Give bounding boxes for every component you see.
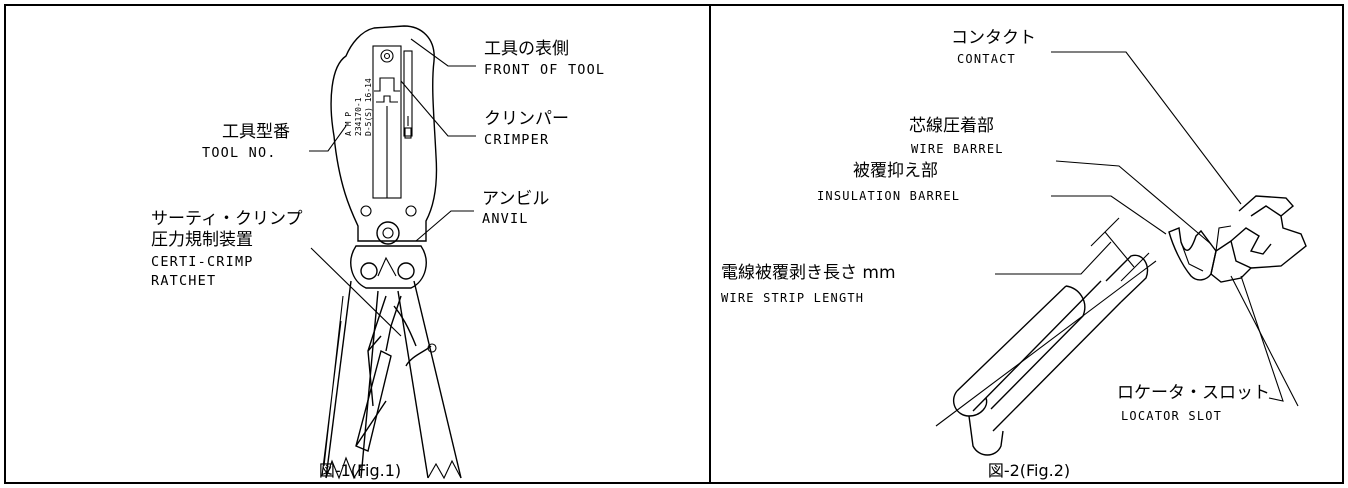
leader-strip: [995, 241, 1112, 275]
label-ratchet-en2: RATCHET: [151, 273, 216, 289]
right-pivot: [397, 262, 415, 280]
label-insulation-jp: 被覆抑え部: [853, 161, 938, 181]
leader-wire-barrel: [1055, 160, 1212, 245]
figure-2-panel: コンタクト CONTACT 芯線圧着部 WIRE BARREL 被覆抑え部 IN…: [709, 4, 1344, 484]
leader-insulation: [1051, 195, 1167, 235]
leader-locator: [1240, 275, 1284, 402]
leader-front: [410, 38, 476, 67]
marking-line-3: D-5(S) 16-14: [364, 78, 373, 136]
label-locator-en: LOCATOR SLOT: [1121, 409, 1222, 423]
label-strip-jp: 電線被覆剥き長さ mm: [721, 263, 896, 283]
left-handle-inner: [360, 290, 379, 479]
label-ratchet-jp2: 圧力規制装置: [151, 230, 253, 250]
left-pivot: [360, 262, 378, 280]
handle-housing: [350, 245, 427, 289]
tool-head-outline: [330, 25, 438, 242]
leader-ratchet: [310, 247, 402, 337]
upper-pin: [380, 49, 394, 63]
figure-1-panel: A M P 234170-1 D-5(S) 16-14 工具の表側 FRONT …: [4, 4, 711, 484]
contact-drawing: コンタクト CONTACT 芯線圧着部 WIRE BARREL 被覆抑え部 IN…: [721, 28, 1307, 480]
dim-line: [1104, 231, 1135, 268]
label-insulation-en: INSULATION BARREL: [817, 189, 960, 203]
label-contact-jp: コンタクト: [951, 28, 1036, 48]
wire-centerline: [935, 260, 1157, 427]
wire-barrel: [1210, 239, 1253, 283]
label-locator-jp: ロケータ・スロット: [1117, 383, 1270, 403]
insulation-barrel: [1168, 227, 1217, 281]
label-strip-en: WIRE STRIP LENGTH: [721, 291, 864, 305]
label-wire-barrel-jp: 芯線圧着部: [909, 116, 994, 136]
label-front-en: FRONT OF TOOL: [484, 62, 605, 78]
label-anvil-jp: アンビル: [482, 189, 549, 209]
label-wire-barrel-en: WIRE BARREL: [911, 142, 1004, 156]
wire-cut-end: [952, 390, 988, 417]
anvil-die: [376, 95, 398, 103]
label-toolno-jp: 工具型番: [222, 122, 290, 142]
tool-marking: A M P 234170-1 D-5(S) 16-14: [344, 78, 373, 136]
ratchet-bar: [355, 349, 392, 452]
label-ratchet-en1: CERTI-CRIMP: [151, 254, 254, 270]
crimp-tool-drawing: A M P 234170-1 D-5(S) 16-14 工具の表側 FRONT …: [151, 25, 605, 480]
label-contact-en: CONTACT: [957, 52, 1016, 66]
marking-line-1: A M P: [344, 112, 353, 136]
leader-toolno: [309, 125, 347, 152]
wire-conductor: [1105, 254, 1149, 303]
label-anvil-en: ANVIL: [482, 211, 529, 227]
contact-body: [1238, 195, 1307, 269]
marking-line-2: 234170-1: [354, 97, 363, 136]
left-handle-outer: [325, 280, 352, 479]
main-pivot: [376, 221, 400, 245]
leader-crimper: [400, 80, 476, 137]
leader-anvil: [415, 210, 474, 242]
label-crimper-jp: クリンパー: [484, 109, 569, 129]
right-handle-inner: [397, 290, 429, 479]
right-handle-outer: [413, 280, 462, 479]
figure-1-caption: 図-1(Fig.1): [319, 461, 401, 480]
label-crimper-en: CRIMPER: [484, 132, 549, 148]
wire-outline-top: [972, 280, 1102, 412]
label-ratchet-jp1: サーティ・クリンプ: [151, 209, 302, 229]
figure-2-caption: 図-2(Fig.2): [988, 461, 1070, 480]
label-front-jp: 工具の表側: [484, 39, 569, 59]
crimper-die: [374, 77, 400, 92]
label-toolno-en: TOOL NO.: [202, 145, 277, 161]
leader-contact: [1051, 51, 1242, 205]
wire-outline-bottom: [992, 301, 1122, 432]
